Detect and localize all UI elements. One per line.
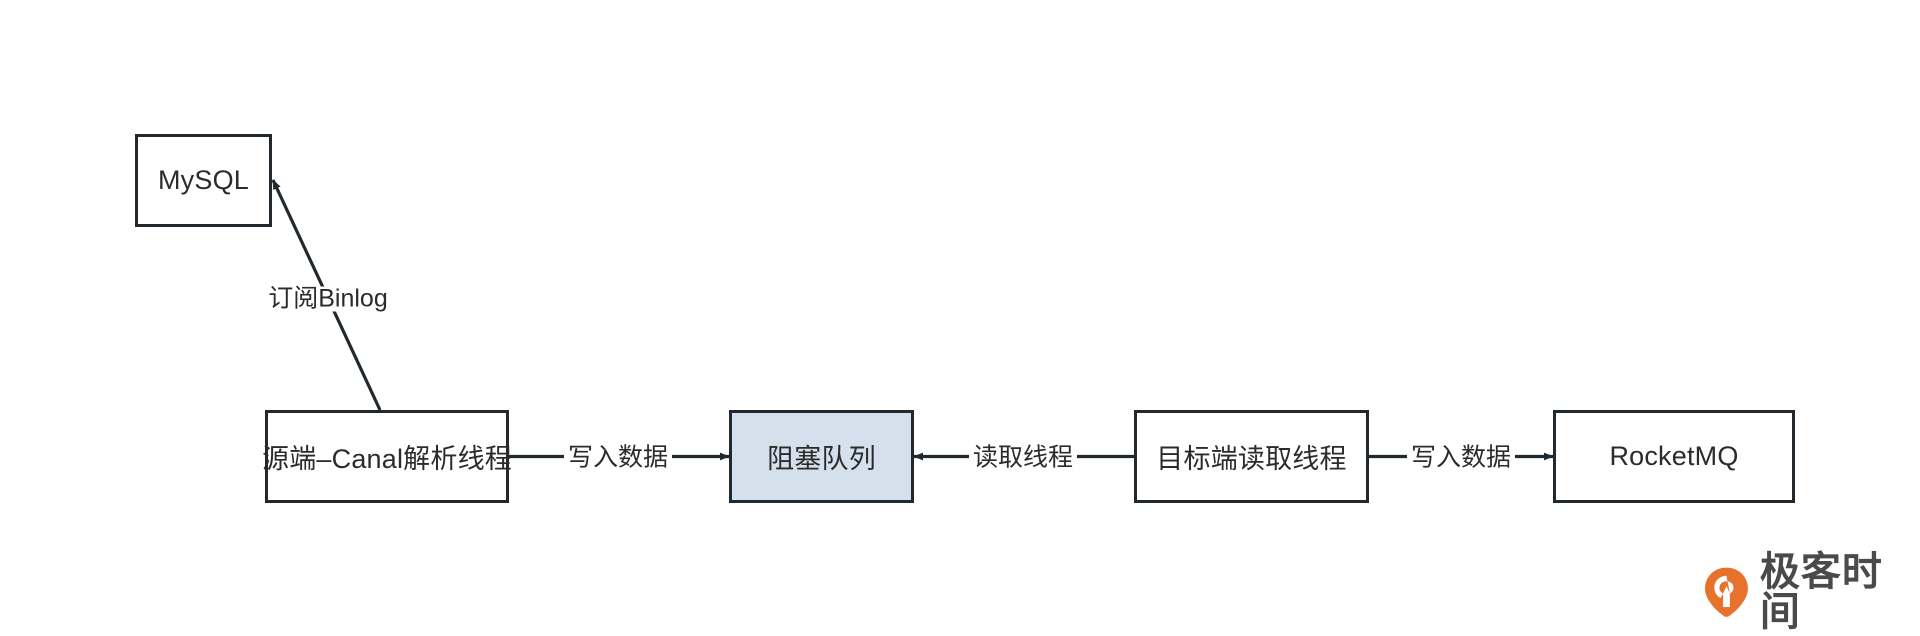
edge-label-subscribe-binlog: 订阅Binlog (264, 286, 392, 312)
node-mysql[interactable]: MySQL (135, 134, 272, 227)
edge-label-write-data-source: 写入数据 (563, 445, 673, 471)
node-rocketmq[interactable]: RocketMQ (1553, 410, 1795, 503)
node-mysql-label: MySQL (157, 165, 250, 195)
geektime-logo-icon (1704, 567, 1748, 617)
node-blocking-queue[interactable]: 阻塞队列 (729, 410, 914, 503)
edge-label-read-thread: 读取线程 (968, 445, 1078, 471)
watermark-geektime: 极客时间 (1704, 552, 1920, 632)
watermark-text: 极客时间 (1759, 550, 1883, 634)
edge-label-write-data-target: 写入数据 (1406, 445, 1516, 471)
node-source-canal-parse-thread[interactable]: 源端–Canal解析线程 (262, 410, 512, 503)
node-queue-label: 阻塞队列 (767, 444, 876, 474)
node-rocketmq-label: RocketMQ (1609, 441, 1739, 471)
node-target-read-thread[interactable]: 目标端读取线程 (1134, 410, 1369, 503)
node-target-label: 目标端读取线程 (1156, 444, 1347, 474)
node-canal-label: 源端–Canal解析线程 (262, 444, 512, 474)
